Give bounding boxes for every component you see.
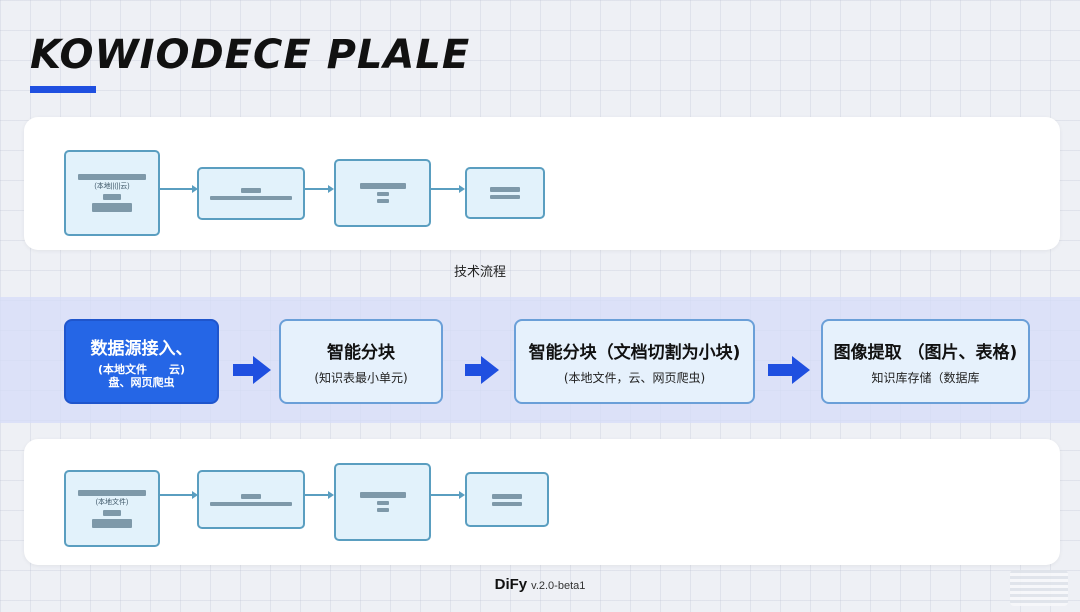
arrow-head-icon [459, 491, 465, 499]
top-flow-box-source-label: (本地||(||云) [94, 183, 130, 190]
footer-brand: DiFy [494, 576, 528, 593]
arrow-head-icon [459, 185, 465, 193]
blurred-text-bar [492, 493, 522, 499]
blurred-text-bar [92, 203, 132, 212]
step-heading: 图像提取 （图片、表格) [833, 342, 1018, 363]
blurred-text-bar [241, 493, 261, 499]
connector-line [160, 188, 192, 190]
blurred-text-bar [103, 194, 121, 200]
top-flow-caption: 技术流程 [453, 264, 506, 279]
arrow-head-icon [328, 491, 334, 499]
bottom-flow-box-split [334, 463, 431, 541]
blurred-text-bar [359, 492, 406, 498]
blurred-text-bar [376, 508, 389, 512]
blurred-text-bar [490, 195, 520, 199]
step-heading: 智能分块（文档切割为小块) [528, 342, 741, 363]
step-data-source-box: 数据源接入、 (本地文件 云) 盘、网页爬虫 [64, 319, 219, 404]
step-subtext: (本地文件，云、网页爬虫) [563, 370, 706, 385]
bottom-flow-box-source: (本地文件) [64, 470, 160, 547]
step-heading: 智能分块 [327, 342, 395, 363]
blurred-text-bar [78, 489, 146, 496]
blurred-text-bar [210, 501, 292, 506]
bottom-flow-box-extract [465, 472, 549, 527]
top-flow-box-source: (本地||(||云) [64, 150, 160, 236]
arrow-head-icon [328, 185, 334, 193]
footer-version-text: v.2.0-beta1 [531, 580, 586, 592]
bottom-flow-box-chunk [197, 470, 305, 529]
blurred-text-bar [376, 192, 389, 196]
blurred-text-bar [376, 199, 389, 203]
blurred-text-bar [492, 501, 522, 506]
blurred-text-bar [490, 187, 520, 192]
step-subtext: (知识表最小单元) [314, 370, 408, 385]
arrow-right-icon [768, 356, 810, 384]
top-flow-box-extract [465, 167, 545, 219]
connector-line [431, 494, 459, 496]
watermark-logo [1010, 570, 1068, 606]
blurred-text-bar [103, 509, 121, 516]
blurred-text-bar [359, 183, 406, 189]
title-accent-bar [30, 86, 96, 93]
page-title: KOWIODECE PLALE [30, 32, 471, 78]
blurred-text-bar [92, 518, 132, 528]
connector-line [305, 188, 329, 190]
bottom-flow-box-source-label: (本地文件) [95, 498, 129, 506]
connector-line [431, 188, 459, 190]
arrow-head-icon [192, 491, 198, 499]
step-subtext: (本地文件 云) 盘、网页爬虫 [97, 363, 186, 389]
arrow-right-icon [233, 356, 271, 384]
blurred-text-bar [376, 501, 389, 505]
blurred-text-bar [210, 195, 292, 200]
step-image-extract-box: 图像提取 （图片、表格) 知识库存储（数据库 [821, 319, 1030, 404]
arrow-right-icon [465, 356, 499, 384]
step-document-split-box: 智能分块（文档切割为小块) (本地文件，云、网页爬虫) [514, 319, 755, 404]
top-flow-box-chunk [197, 167, 305, 220]
connector-line [160, 494, 192, 496]
blurred-text-bar [78, 174, 146, 180]
top-flow-box-split [334, 159, 431, 227]
blurred-text-bar [241, 187, 261, 193]
step-heading: 数据源接入、 [90, 339, 193, 359]
arrow-head-icon [192, 185, 198, 193]
step-subtext: 知识库存储（数据库 [871, 370, 980, 385]
step-smart-chunk-box: 智能分块 (知识表最小单元) [279, 319, 443, 404]
connector-line [305, 494, 329, 496]
